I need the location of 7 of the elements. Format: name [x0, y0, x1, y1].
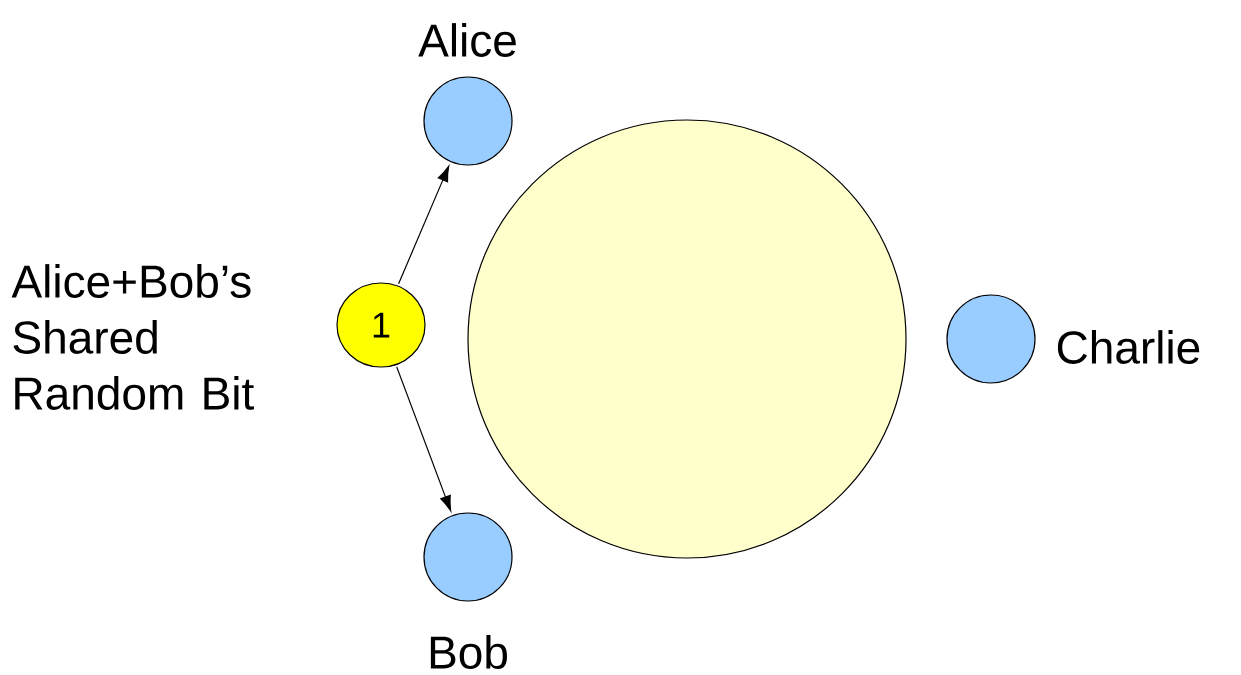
arrow	[398, 165, 450, 285]
node-label: Alice+Bob’s Shared Random Bit	[11, 264, 254, 410]
circle	[467, 119, 907, 559]
name-label: Charlie	[1057, 330, 1200, 364]
name-label: Alice	[418, 23, 516, 57]
arrow	[396, 366, 452, 512]
name-label: Bob	[430, 635, 507, 669]
